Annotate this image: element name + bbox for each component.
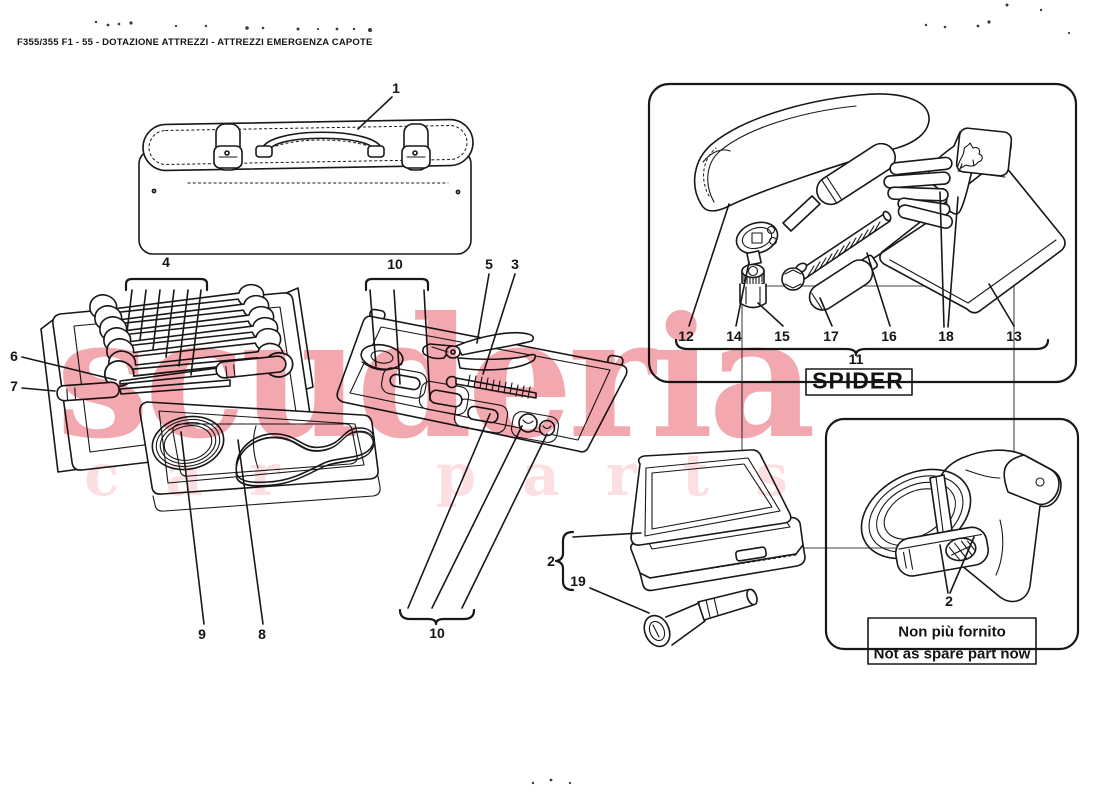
callout-case: 12 <box>678 328 694 344</box>
callout-belt-a: 9 <box>198 626 206 642</box>
callout-socket: 15 <box>774 328 790 344</box>
page-title: F355/355 F1 - 55 - DOTAZIONE ATTREZZI - … <box>17 37 373 48</box>
screwdriver-7-drawing <box>56 379 231 402</box>
belt-9-drawing <box>151 415 225 471</box>
callout-lamp: 2 <box>945 593 953 609</box>
spider-group-brace <box>674 338 1050 357</box>
plugs-tray-drawing <box>336 308 628 453</box>
callout-wrench-set: 4 <box>162 254 170 270</box>
plugs-bottom-bracket <box>398 608 476 626</box>
inspection-lamp-drawing <box>894 526 989 577</box>
jack-screw-drawing <box>781 210 892 291</box>
lamp-pouch-drawing <box>860 449 1062 603</box>
callout-capote-screw: 3 <box>511 256 519 272</box>
leader-lines <box>21 96 1015 626</box>
emergency-kit-case-drawing <box>630 449 806 592</box>
capote-screw-drawing <box>445 374 537 399</box>
callout-pliers: 5 <box>485 256 493 272</box>
prancing-horse-icon <box>957 142 983 170</box>
callout-screwdriver-a: 6 <box>10 348 18 364</box>
callout-threaded-screw: 16 <box>881 328 897 344</box>
callout-spider-group: 11 <box>848 351 864 367</box>
flashlight-drawing <box>643 588 758 648</box>
callout-belt-b: 8 <box>258 626 266 642</box>
plugs-top-bracket <box>364 277 430 292</box>
not-supplied-note-it: Non più fornito <box>898 623 1006 641</box>
tool-bag-drawing <box>138 118 474 255</box>
bulbs-drawing <box>518 413 556 437</box>
callout-emergency-kit: 2 <box>547 553 555 569</box>
callout-screwdriver-b: 7 <box>10 378 18 394</box>
wrench-set-bracket <box>124 277 209 292</box>
tape-roll-drawing <box>360 343 404 371</box>
spider-caption: SPIDER <box>812 367 904 394</box>
callout-bag-cover: 13 <box>1006 328 1022 344</box>
not-supplied-note-en: Not as spare part now <box>873 645 1031 663</box>
watermark-brand: scuderia <box>56 281 816 476</box>
callout-screwdriver-c: 17 <box>823 328 839 344</box>
spider-kit-box <box>647 82 1078 396</box>
belt-tray-drawing <box>139 401 381 512</box>
callout-ratchet: 14 <box>726 328 742 344</box>
screwdriver-6-drawing <box>119 355 287 385</box>
callout-gloves: 18 <box>938 328 954 344</box>
emergency-kit-brace <box>554 530 575 592</box>
ratchet-drawing <box>735 142 896 266</box>
callout-plugs-top: 10 <box>387 256 403 272</box>
scan-specks <box>94 3 1071 785</box>
callout-flashlight: 19 <box>570 573 586 589</box>
callout-tool-bag: 1 <box>392 80 400 96</box>
watermark-tagline: car parts <box>84 441 834 509</box>
gloves-drawing <box>883 127 1013 229</box>
pliers-drawing <box>422 331 537 371</box>
belt-8-drawing <box>235 427 375 487</box>
lamp-pouch-box <box>824 417 1080 665</box>
spider-case-drawing <box>693 93 930 212</box>
callout-plugs-bottom: 10 <box>429 625 445 641</box>
